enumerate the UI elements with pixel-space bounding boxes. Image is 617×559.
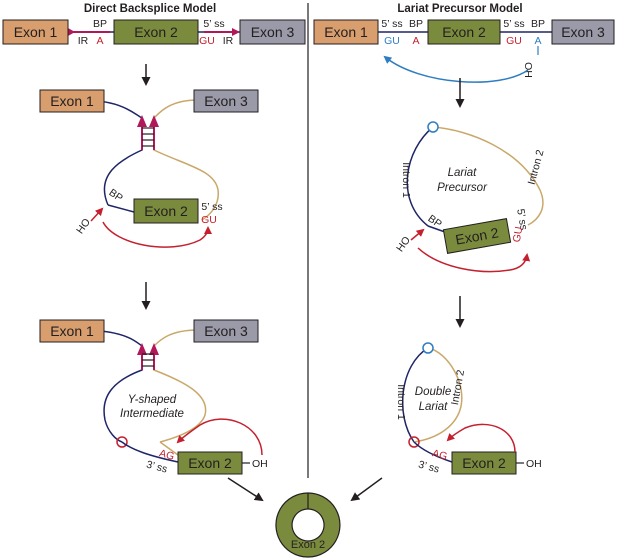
- ho-label-r2: HO: [394, 234, 413, 254]
- exon2-label-r: Exon 2: [442, 24, 486, 40]
- exon3-label-2: Exon 3: [204, 93, 248, 109]
- ss5-label: 5’ ss: [203, 18, 224, 30]
- left-panel-title: Direct Backsplice Model: [84, 3, 216, 15]
- intron2-label: Intron 2: [526, 148, 547, 186]
- gu-label-r2: GU: [506, 35, 522, 47]
- branch-a-label: A: [96, 35, 103, 47]
- ag-label-r: AG: [431, 447, 449, 463]
- ss3-label-r: 3’ ss: [417, 459, 441, 476]
- intermediate-label: Intermediate: [120, 408, 184, 420]
- lariat-label: Lariat: [448, 167, 478, 179]
- gu-label: GU: [199, 35, 215, 47]
- left-paired-intermediate: Exon 1 Exon 3 Exon 2 BP 5’ ss GU HO: [39, 89, 259, 248]
- right-to-product-arrow: [350, 477, 383, 502]
- double-label: Double: [415, 386, 451, 398]
- exon2-label-3: Exon 2: [188, 455, 232, 471]
- exon2-label: Exon 2: [134, 24, 178, 40]
- lariat-label-2: Lariat: [419, 401, 449, 413]
- intron2-label-2: Intron 2: [449, 369, 467, 406]
- exon2-label-r3: Exon 2: [462, 455, 506, 471]
- ho-label-r1: HO: [523, 62, 535, 78]
- bp-label-r1: BP: [409, 18, 423, 30]
- exon1-box: [2, 19, 69, 45]
- bp-label-r2: BP: [531, 18, 545, 30]
- exon2-label-2: Exon 2: [144, 203, 188, 219]
- gu-label-2: GU: [201, 214, 217, 226]
- right-double-lariat: Intron 1 Intron 2 Double Lariat Exon 2 O…: [395, 342, 542, 476]
- ag-label: AG: [158, 447, 176, 463]
- exon1-label-r: Exon 1: [324, 24, 368, 40]
- intron1-label-2: Intron 1: [395, 384, 407, 420]
- oh-label-r: OH: [526, 458, 542, 470]
- ir-left-label: IR: [78, 35, 89, 47]
- ss5-label-r1: 5’ ss: [381, 18, 402, 30]
- gu-label-r1: GU: [384, 35, 400, 47]
- ir-right-label: IR: [223, 35, 234, 47]
- exon3-label-r: Exon 3: [561, 24, 605, 40]
- a-label-r2: A: [534, 35, 541, 47]
- product-label: Exon 2: [291, 539, 325, 551]
- exon1-label: Exon 1: [14, 24, 58, 40]
- bp-label-r3: BP: [426, 213, 444, 231]
- right-panel-title: Lariat Precursor Model: [397, 3, 522, 15]
- right-lariat-precursor: Intron 1 Intron 2 Lariat Precursor Exon …: [394, 121, 547, 273]
- bp-label-2: BP: [107, 187, 125, 205]
- left-y-intermediate: Exon 1 Exon 3 Y-shaped Intermediate Exon…: [39, 319, 268, 476]
- circular-rna-product: Exon 2: [275, 492, 341, 558]
- left-premrna: Exon 1 Exon 2 Exon 3 BP 5’ ss IR A GU IR: [2, 18, 306, 47]
- exon3-box: [239, 19, 306, 45]
- intron1-label: Intron 1: [400, 162, 412, 198]
- bp-label: BP: [93, 18, 107, 30]
- ho-label: HO: [74, 216, 93, 236]
- exon1-label-2: Exon 1: [50, 93, 94, 109]
- branch-point-circle: [116, 436, 128, 448]
- oh-label: OH: [252, 458, 268, 470]
- ss5-label-r3: 5’ ss: [514, 208, 529, 231]
- right-premrna: Exon 1 Exon 2 Exon 3 5’ ss BP 5’ ss BP G…: [313, 18, 615, 83]
- a-label-r1: A: [412, 35, 419, 47]
- y-shaped-label: Y-shaped: [128, 394, 177, 406]
- ss3-label: 3’ ss: [145, 459, 169, 476]
- exon3-label-3: Exon 3: [204, 323, 248, 339]
- exon1-label-3: Exon 1: [50, 323, 94, 339]
- precursor-label: Precursor: [437, 182, 488, 194]
- ss5-label-2: 5’ ss: [201, 201, 222, 213]
- left-to-product-arrow: [227, 477, 264, 502]
- gu-label-r3: GU: [511, 226, 526, 244]
- ss5-label-r2: 5’ ss: [503, 18, 524, 30]
- exon3-label: Exon 3: [251, 24, 295, 40]
- exon2-box: [113, 19, 199, 45]
- exon2-label-r2: Exon 2: [454, 224, 500, 247]
